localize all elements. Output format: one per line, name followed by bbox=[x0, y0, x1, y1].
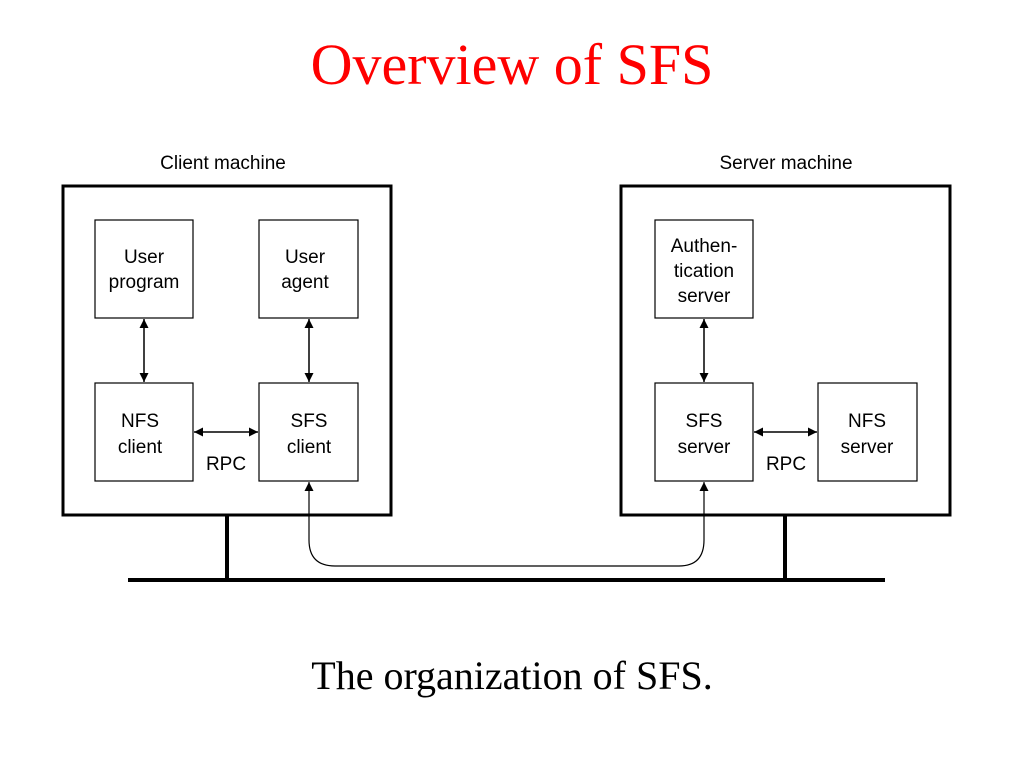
server-machine-label: Server machine bbox=[719, 153, 852, 174]
sfs-server-line-1: SFS bbox=[686, 411, 723, 432]
network-connection-arrow bbox=[304, 482, 709, 567]
sfs-client-line-2: client bbox=[287, 437, 332, 458]
auth-server-line-2: tication bbox=[674, 261, 734, 282]
sfs-server-line-2: server bbox=[678, 437, 731, 458]
sfs-client-box: SFS client bbox=[258, 382, 359, 482]
client-machine-label: Client machine bbox=[160, 153, 286, 174]
sfs-client-line-1: SFS bbox=[291, 411, 328, 432]
nfs-server-line-1: NFS bbox=[848, 411, 886, 432]
auth-server-line-3: server bbox=[678, 286, 731, 307]
nfs-client-line-1: NFS bbox=[121, 411, 159, 432]
client-rpc-label: RPC bbox=[206, 454, 246, 475]
nfs-client-box: NFS client bbox=[94, 382, 194, 482]
nfs-client-line-2: client bbox=[118, 437, 163, 458]
page-title: Overview of SFS bbox=[310, 32, 714, 97]
user-program-box: User program bbox=[94, 219, 194, 319]
nfs-server-line-2: server bbox=[841, 437, 894, 458]
nfs-server-box: NFS server bbox=[817, 382, 918, 482]
user-agent-box: User agent bbox=[258, 219, 359, 319]
auth-server-box: Authen- tication server bbox=[654, 219, 754, 319]
sfs-server-box: SFS server bbox=[654, 382, 754, 482]
user-program-line-1: User bbox=[124, 247, 165, 268]
user-agent-line-1: User bbox=[285, 247, 326, 268]
user-program-line-2: program bbox=[109, 272, 180, 293]
auth-server-line-1: Authen- bbox=[671, 236, 738, 257]
user-agent-line-2: agent bbox=[281, 272, 329, 293]
figure-caption: The organization of SFS. bbox=[311, 653, 713, 698]
server-rpc-label: RPC bbox=[766, 454, 806, 475]
